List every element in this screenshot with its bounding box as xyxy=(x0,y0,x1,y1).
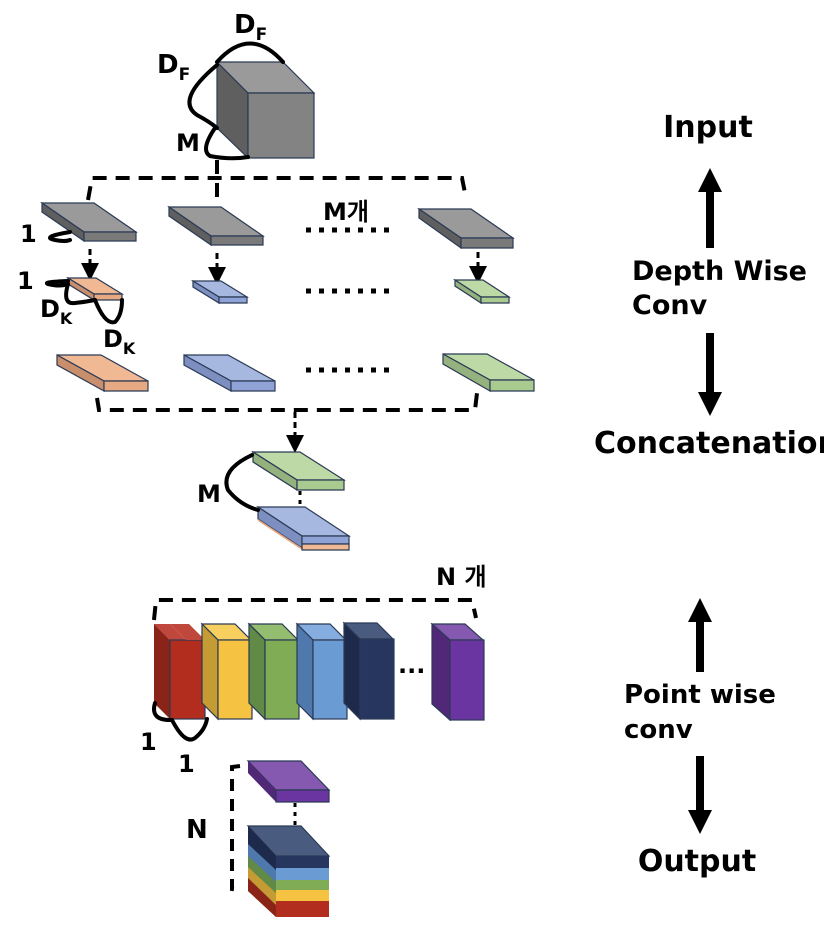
dw-output-m xyxy=(442,352,535,393)
arrow-up-depthwise xyxy=(698,168,722,248)
channel-slice-1 xyxy=(40,201,138,243)
side-label-input: Input xyxy=(663,110,753,145)
concat-depth-brace xyxy=(224,453,260,512)
filter-navy xyxy=(342,621,395,721)
filter-blue xyxy=(295,622,348,721)
kernel-size-a-label: DK xyxy=(40,295,73,328)
slice-thickness-label: 1 xyxy=(20,220,37,248)
filter-yellow xyxy=(200,622,253,721)
filter-green xyxy=(247,622,300,721)
filter-kernel-label-a: 1 xyxy=(140,728,157,756)
kernel-thickness-brace xyxy=(45,279,70,288)
arrow-down-pointwise xyxy=(688,756,712,834)
arrow-down-depthwise xyxy=(698,333,722,416)
side-label-concatenation: Concatenation xyxy=(594,426,824,461)
filter-purple xyxy=(430,622,485,722)
output-layer-yellow xyxy=(276,890,329,901)
kernel-size-a-brace xyxy=(64,282,97,306)
input-width-brace xyxy=(215,41,285,64)
filters-bracket xyxy=(152,598,478,621)
channel-count-label: M개 xyxy=(323,198,369,226)
input-width-label: DF xyxy=(234,10,267,45)
output-stack xyxy=(246,825,331,917)
channel-slice-2 xyxy=(167,205,265,247)
kernel-1 xyxy=(65,276,125,302)
side-label-pointwise-1: Point wise xyxy=(624,680,776,710)
dw-output-2 xyxy=(183,353,276,393)
arrow-up-pointwise xyxy=(688,598,712,672)
merge-bracket xyxy=(95,392,479,412)
output-top-slice xyxy=(246,760,331,803)
input-block xyxy=(215,60,316,160)
kernel-2 xyxy=(190,279,250,305)
output-layer-blue xyxy=(276,868,329,880)
side-label-pointwise-2: conv xyxy=(624,715,693,745)
input-block-front xyxy=(247,92,315,159)
kernel-thickness-label: 1 xyxy=(17,267,34,295)
filter-kernel-brace-b xyxy=(170,717,209,742)
kernel-size-b-label: DK xyxy=(103,325,136,358)
channel-slice-m xyxy=(417,207,515,250)
output-layer-green xyxy=(276,880,329,890)
slice-thickness-brace xyxy=(48,230,72,243)
split-bracket xyxy=(86,176,468,201)
input-height-brace xyxy=(187,63,219,130)
filter-red xyxy=(154,624,206,720)
filter-count-label: N 개 xyxy=(436,563,487,591)
dw-output-1 xyxy=(56,353,149,393)
kernel-m xyxy=(452,278,512,305)
filters-ellipsis: ... xyxy=(398,651,425,679)
kernel-size-b-brace xyxy=(93,298,124,325)
input-height-label: DF xyxy=(157,50,190,85)
output-layer-navy xyxy=(276,856,329,868)
concat-depth-label: M xyxy=(197,480,221,508)
filter-kernel-brace-a xyxy=(152,701,172,722)
side-label-depthwise-2: Conv xyxy=(632,290,708,321)
concat-top-green xyxy=(250,450,347,492)
output-depth-bracket xyxy=(230,764,241,892)
output-layer-red xyxy=(276,901,329,917)
side-label-output: Output xyxy=(638,844,756,879)
output-depth-label: N xyxy=(186,815,208,845)
input-depth-brace xyxy=(204,126,250,161)
side-label-depthwise-1: Depth Wise xyxy=(632,256,807,287)
concat-bottom-stack xyxy=(255,505,352,551)
filter-kernel-label-b: 1 xyxy=(178,750,195,778)
input-depth-label: M xyxy=(176,129,200,157)
